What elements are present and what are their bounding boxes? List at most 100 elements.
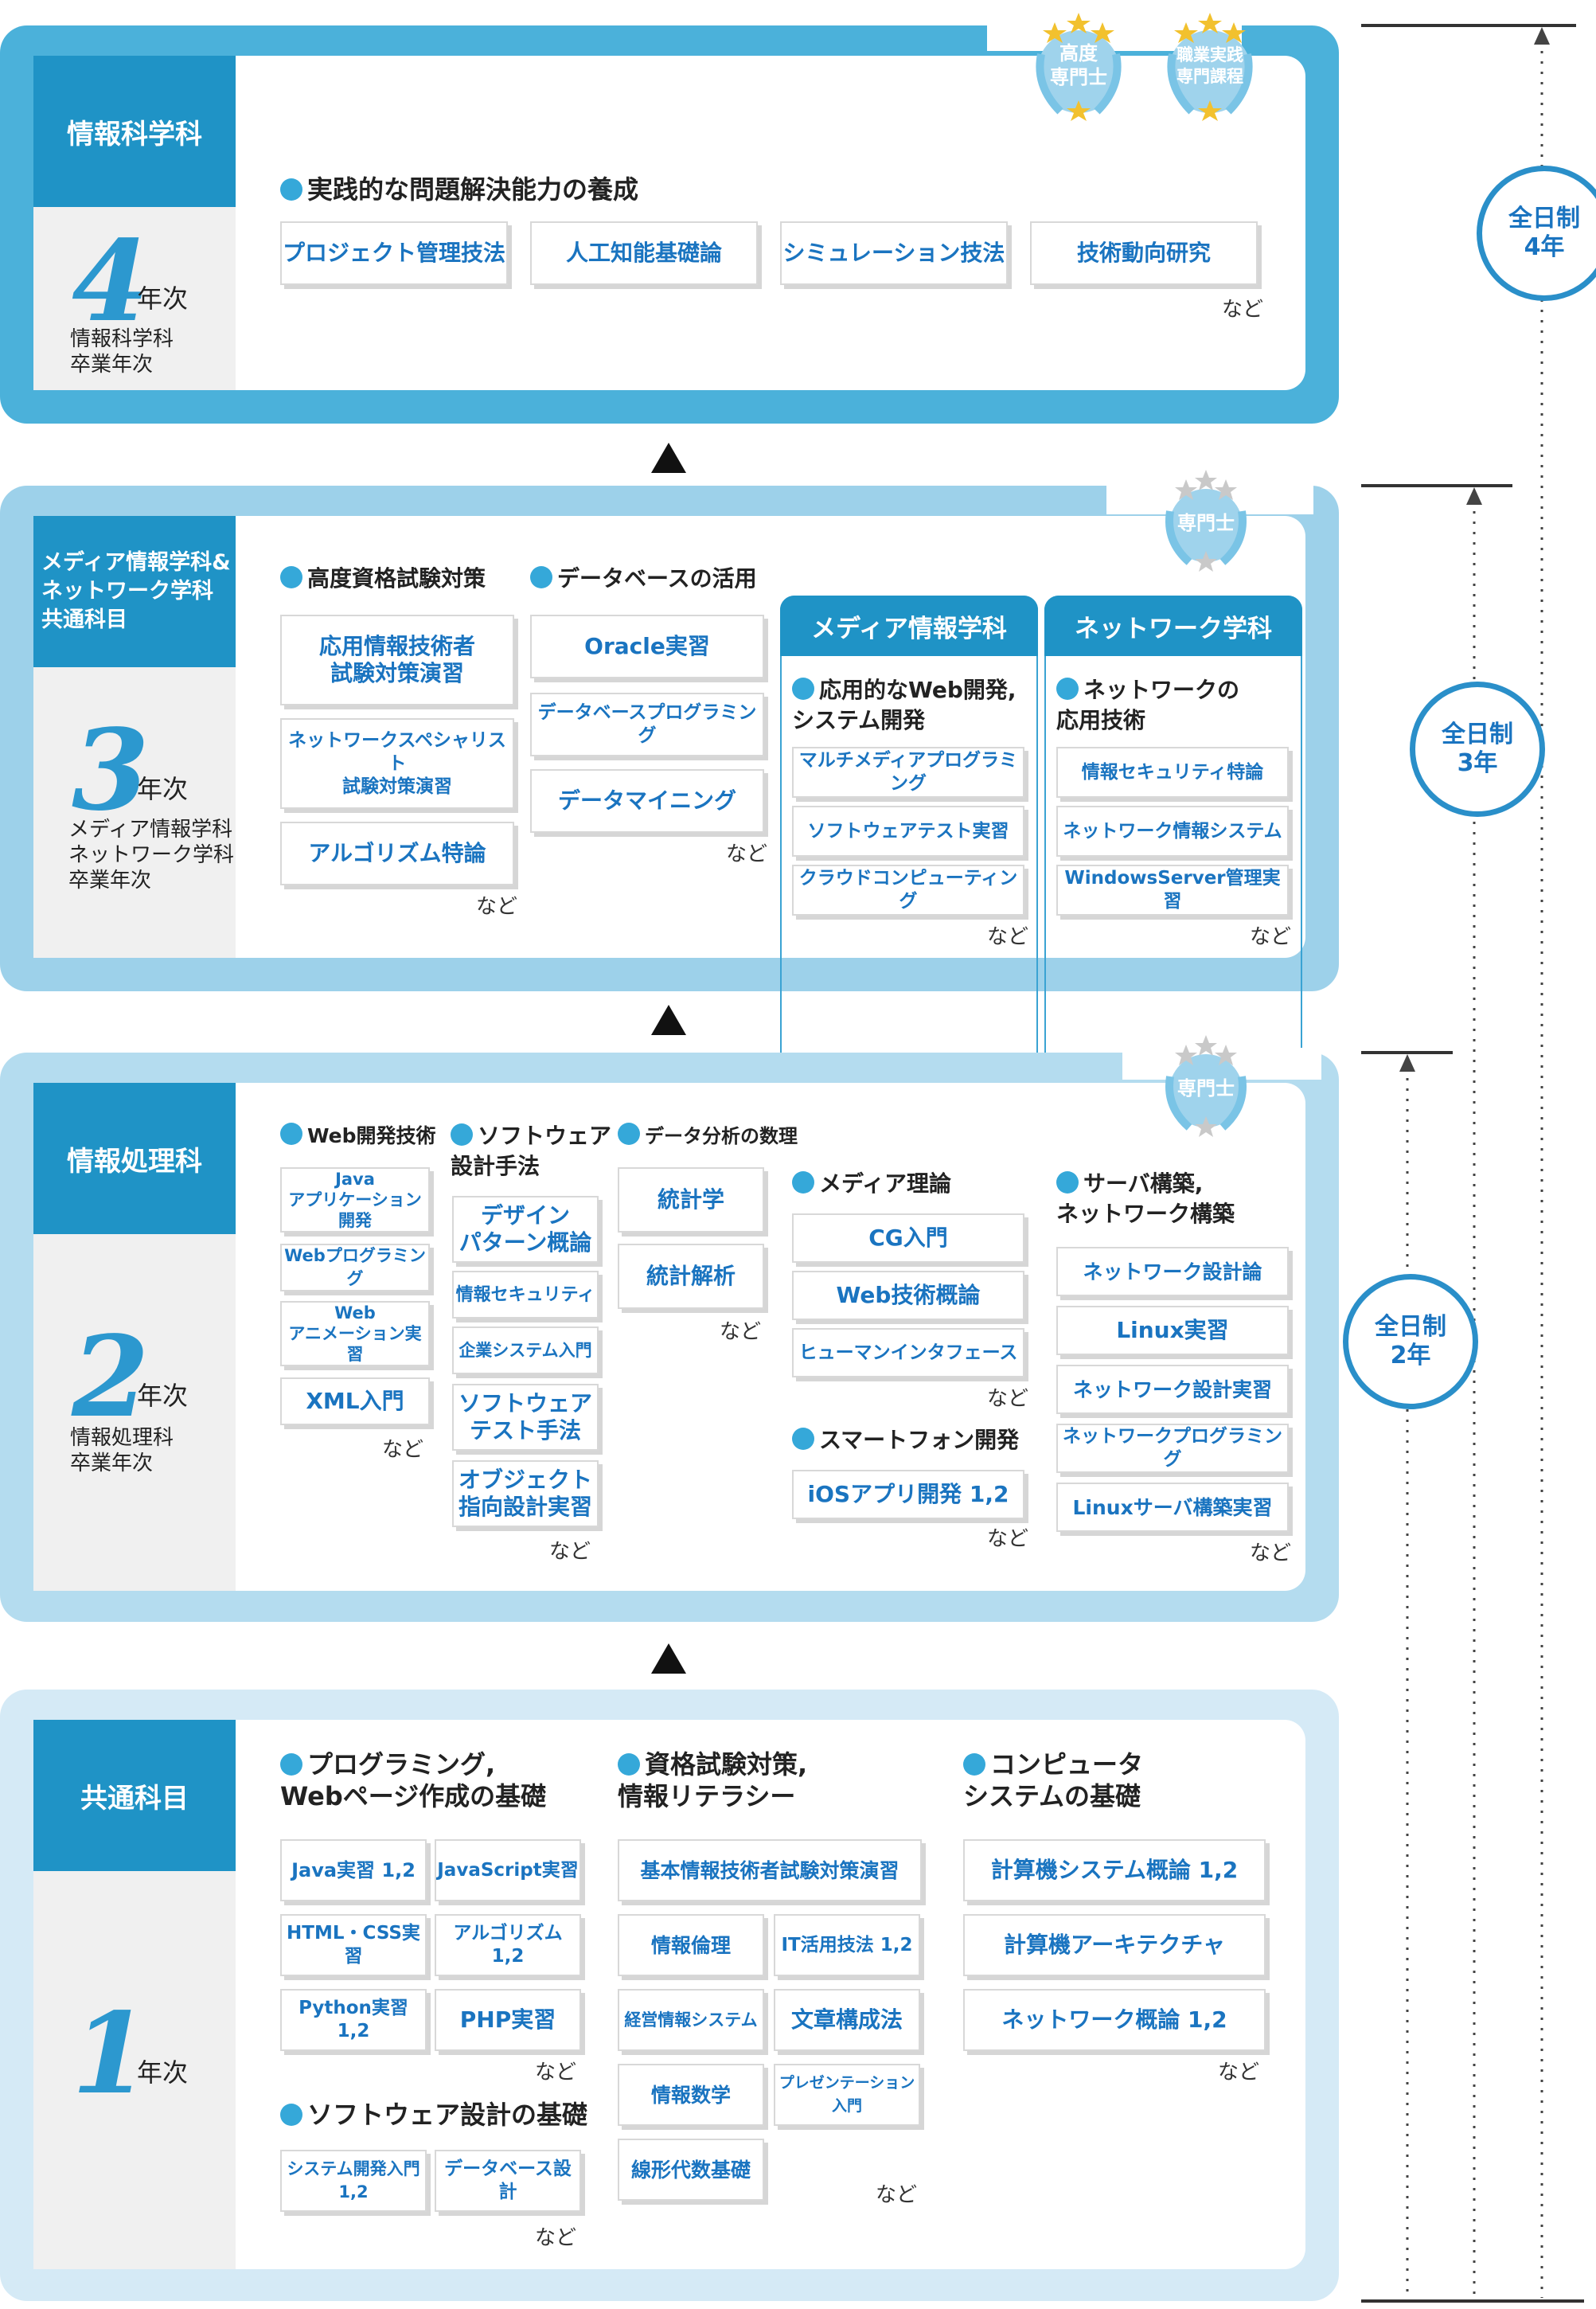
year4-label-block: 情報科学科 4 年次 情報科学科 卒業年次: [33, 56, 236, 390]
etc-label: など: [726, 842, 768, 866]
course-pill: 計算機アーキテクチャ: [963, 1914, 1266, 1976]
course-pill: ソフトウェア テスト手法: [452, 1384, 599, 1451]
course-pill: Web技術概論: [792, 1271, 1024, 1320]
etc-label: など: [720, 1320, 762, 1344]
etc-label: など: [1250, 1541, 1292, 1565]
course-pill: 統計解析: [618, 1244, 764, 1309]
year2-suffix: 年次: [137, 1381, 189, 1411]
course-pill: Java実習 1,2: [280, 1839, 427, 1901]
year1-group2-heading: ソフトウェア設計の基礎: [280, 2099, 587, 2131]
course-pill: 統計学: [618, 1167, 764, 1233]
duration-2year-circle: 全日制 2年: [1343, 1274, 1478, 1409]
year4-heading: 実践的な問題解決能力の養成: [280, 174, 638, 205]
course-pill: 情報セキュリティ: [452, 1271, 599, 1319]
year4-suffix: 年次: [137, 283, 189, 314]
course-pill: 線形代数基礎: [618, 2139, 764, 2201]
course-pill: 人工知能基礎論: [530, 221, 758, 285]
senmonshi-badge-text: 専門士: [1177, 512, 1235, 534]
year3-media-heading: 応用的なWeb開発, システム開発: [792, 677, 1017, 733]
senmonshi-badge: 専門士: [1146, 462, 1266, 581]
koudo-senmonshi-badge: 高度 専門士: [1019, 6, 1138, 126]
course-pill: PHP実習: [435, 1989, 581, 2051]
course-pill: Python実習 1,2: [280, 1989, 427, 2051]
course-pill: 企業システム入門: [452, 1326, 599, 1374]
course-pill: プロジェクト管理技法: [280, 221, 508, 285]
course-pill: シミュレーション技法: [780, 221, 1008, 285]
year3-number: 3: [72, 705, 150, 836]
shokugyou-badge-text: 職業実践 専門課程: [1177, 45, 1243, 86]
duration-3year-circle: 全日制 3年: [1410, 682, 1545, 817]
course-pill: 基本情報技術者試験対策演習: [618, 1839, 922, 1901]
course-pill: プレゼンテーション入門: [774, 2064, 920, 2126]
course-pill: 文章構成法: [774, 1989, 920, 2051]
course-pill: システム開発入門 1,2: [280, 2150, 427, 2212]
course-pill: CG入門: [792, 1213, 1024, 1263]
etc-label: など: [1218, 2061, 1260, 2084]
year1-label: 共通科目: [33, 1720, 236, 1871]
course-pill: JavaScript実習: [435, 1839, 581, 1901]
course-pill: Java アプリケーション開発: [280, 1167, 430, 1233]
year2-group3-heading: データ分析の数理: [618, 1121, 798, 1151]
year2-group1-heading: Web開発技術: [280, 1121, 436, 1151]
year3-graduation: メディア情報学科 ネットワーク学科 卒業年次: [68, 818, 235, 893]
etc-label: など: [476, 895, 518, 919]
etc-label: など: [535, 2226, 577, 2250]
etc-label: など: [1222, 298, 1264, 322]
year1-suffix: 年次: [137, 2057, 189, 2088]
course-pill: HTML・CSS実習: [280, 1914, 427, 1976]
course-pill: デザイン パターン概論: [452, 1196, 599, 1263]
course-pill: アルゴリズム 1,2: [435, 1914, 581, 1976]
course-pill: ネットワークスペシャリスト 試験対策演習: [280, 718, 514, 809]
course-pill: アルゴリズム特論: [280, 822, 514, 885]
course-pill: データベース設計: [435, 2150, 581, 2212]
year3-suffix: 年次: [137, 774, 189, 804]
course-pill: データベースプログラミング: [530, 693, 764, 756]
duration-timeline: [1361, 24, 1584, 2303]
course-pill: ヒューマンインタフェース: [792, 1328, 1024, 1377]
course-pill: データマイニング: [530, 769, 764, 833]
year4-label: 情報科学科: [33, 56, 236, 207]
course-pill: マルチメディアプログラミング: [792, 747, 1024, 798]
course-pill: XML入門: [280, 1377, 430, 1425]
arrow-up-icon: [651, 1005, 686, 1035]
etc-label: など: [987, 1527, 1029, 1551]
year2-network-heading: サーバ構築, ネットワーク構築: [1056, 1170, 1235, 1227]
course-pill: ネットワーク情報システム: [1056, 806, 1289, 857]
course-pill: 計算機システム概論 1,2: [963, 1839, 1266, 1901]
year2-label: 情報処理科: [33, 1083, 236, 1234]
year2-number: 2: [72, 1312, 150, 1443]
course-pill: 情報倫理: [618, 1914, 764, 1976]
year1-group1-heading: プログラミング, Webページ作成の基礎: [280, 1749, 547, 1811]
year3-label: メディア情報学科& ネットワーク学科 共通科目: [33, 516, 236, 667]
year3-label-block: メディア情報学科& ネットワーク学科 共通科目 3 年次 メディア情報学科 ネッ…: [33, 516, 236, 958]
course-pill: 技術動向研究: [1030, 221, 1258, 285]
etc-label: など: [876, 2183, 918, 2207]
year3-network-heading: ネットワークの 応用技術: [1056, 677, 1240, 733]
year2-graduation: 情報処理科 卒業年次: [70, 1426, 174, 1475]
course-pill: Linux実習: [1056, 1306, 1289, 1355]
arrow-up-icon: [651, 1643, 686, 1674]
course-pill: 応用情報技術者 試験対策演習: [280, 615, 514, 705]
bullet-dot: [280, 178, 302, 201]
course-pill: クラウドコンピューティング: [792, 865, 1024, 916]
year1-group4-heading: コンピュータ システムの基礎: [963, 1749, 1144, 1811]
etc-label: など: [1250, 925, 1292, 949]
course-pill: ネットワーク設計論: [1056, 1247, 1289, 1296]
course-pill: WindowsServer管理実習: [1056, 865, 1289, 916]
course-pill: 情報セキュリティ特論: [1056, 747, 1289, 798]
shokugyou-jissen-badge: 職業実践 専門課程: [1150, 6, 1270, 126]
course-pill: ネットワークプログラミング: [1056, 1424, 1289, 1473]
media-dept-header: メディア情報学科: [780, 596, 1038, 656]
course-pill: ネットワーク設計実習: [1056, 1365, 1289, 1414]
year2-label-block: 情報処理科 2 年次 情報処理科 卒業年次: [33, 1083, 236, 1591]
course-pill: Webプログラミング: [280, 1244, 430, 1291]
course-pill: ネットワーク概論 1,2: [963, 1989, 1266, 2051]
course-pill: Web アニメーション実習: [280, 1301, 430, 1366]
etc-label: など: [549, 1540, 591, 1564]
course-pill: iOSアプリ開発 1,2: [792, 1470, 1024, 1519]
year1-group3-heading: 資格試験対策, 情報リテラシー: [618, 1749, 808, 1811]
etc-label: など: [987, 925, 1029, 949]
course-pill: 情報数学: [618, 2064, 764, 2126]
year2-media1-heading: メディア理論: [792, 1169, 951, 1199]
course-pill: オブジェクト 指向設計実習: [452, 1460, 599, 1527]
